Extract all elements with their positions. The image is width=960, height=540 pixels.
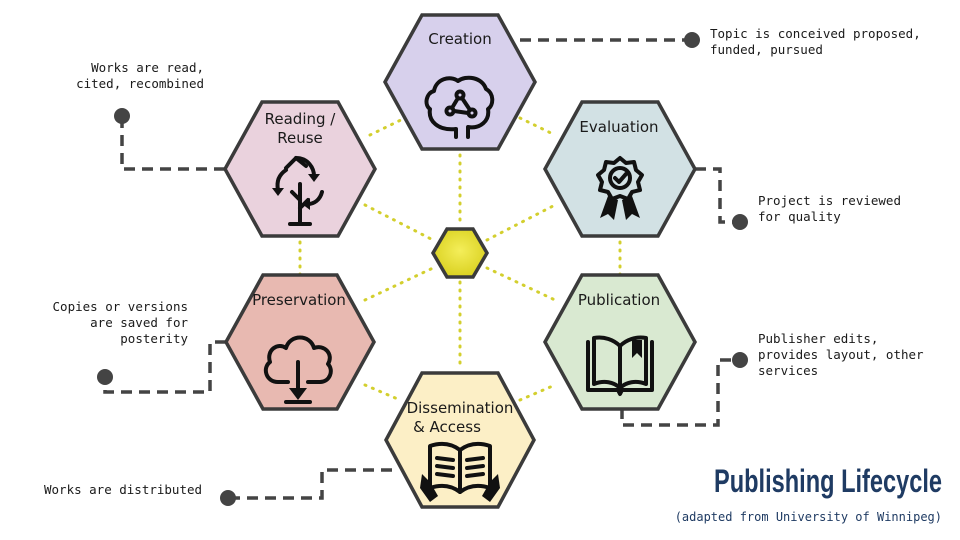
reading-person-icon — [420, 441, 500, 502]
dissemination-label-line-1: Dissemination — [407, 399, 514, 417]
svg-text:Copies or versions: Copies or versions — [53, 299, 188, 314]
creation-label: Creation — [428, 30, 491, 48]
creation-endpoint — [684, 32, 700, 48]
evaluation-endpoint — [732, 214, 748, 230]
reading-label-line-1: Reading / — [265, 110, 337, 128]
publication-hexagon — [543, 273, 697, 411]
stage-reading[interactable]: Reading / Reuse — [223, 100, 377, 238]
preservation-hexagon — [224, 273, 376, 411]
preservation-endpoint — [97, 369, 113, 385]
dotted-connectors — [298, 116, 622, 402]
reading-label-line-2: Reuse — [277, 129, 323, 147]
svg-text:Project is reviewed: Project is reviewed — [758, 193, 901, 208]
stage-preservation[interactable]: Preservation — [224, 273, 376, 411]
dissemination-hexagon — [384, 371, 536, 509]
svg-text:Publisher edits,: Publisher edits, — [758, 331, 878, 346]
cloud-download-icon — [263, 335, 333, 404]
svg-text:Works are distributed: Works are distributed — [44, 482, 202, 497]
preservation-label: Preservation — [252, 291, 346, 309]
diagram-subtitle: (adapted from University of Winnipeg) — [675, 510, 942, 524]
note-dissemination: Works are distributed — [44, 482, 202, 497]
dissemination-label-line-2: & Access — [413, 418, 481, 436]
reading-endpoint — [114, 108, 130, 124]
open-book-icon — [586, 335, 654, 396]
svg-text:are saved for: are saved for — [90, 315, 188, 330]
svg-text:Topic is conceived proposed,: Topic is conceived proposed, — [710, 26, 921, 41]
leader-lines — [103, 38, 740, 500]
dissemination-endpoint — [220, 490, 236, 506]
brain-network-icon — [424, 75, 495, 139]
svg-text:posterity: posterity — [120, 331, 188, 346]
reading-hexagon — [223, 100, 377, 238]
recycle-tree-icon — [272, 156, 324, 226]
note-evaluation: Project is reviewed for quality — [758, 193, 901, 224]
note-creation: Topic is conceived proposed, funded, pur… — [710, 26, 921, 57]
leader-endpoints — [97, 32, 748, 506]
svg-text:cited, recombined: cited, recombined — [76, 76, 204, 91]
stage-dissemination[interactable]: Dissemination & Access — [384, 371, 536, 509]
svg-text:provides layout, other: provides layout, other — [758, 347, 924, 362]
center-hexagon — [430, 227, 490, 279]
stage-creation[interactable]: Creation — [383, 13, 537, 151]
svg-text:services: services — [758, 363, 818, 378]
evaluation-label: Evaluation — [579, 118, 658, 136]
svg-text:Works are read,: Works are read, — [91, 60, 204, 75]
svg-text:funded, pursued: funded, pursued — [710, 42, 823, 57]
svg-text:for quality: for quality — [758, 209, 841, 224]
note-publication: Publisher edits, provides layout, other … — [758, 331, 924, 378]
publication-endpoint — [732, 352, 748, 368]
stage-publication[interactable]: Publication — [543, 273, 697, 411]
note-reading: Works are read, cited, recombined — [76, 60, 204, 91]
publication-label: Publication — [578, 291, 660, 309]
diagram-title: Publishing Lifecycle — [714, 463, 942, 499]
award-ribbon-icon — [596, 156, 644, 220]
stage-evaluation[interactable]: Evaluation — [543, 100, 697, 238]
note-preservation: Copies or versions are saved for posteri… — [53, 299, 189, 346]
